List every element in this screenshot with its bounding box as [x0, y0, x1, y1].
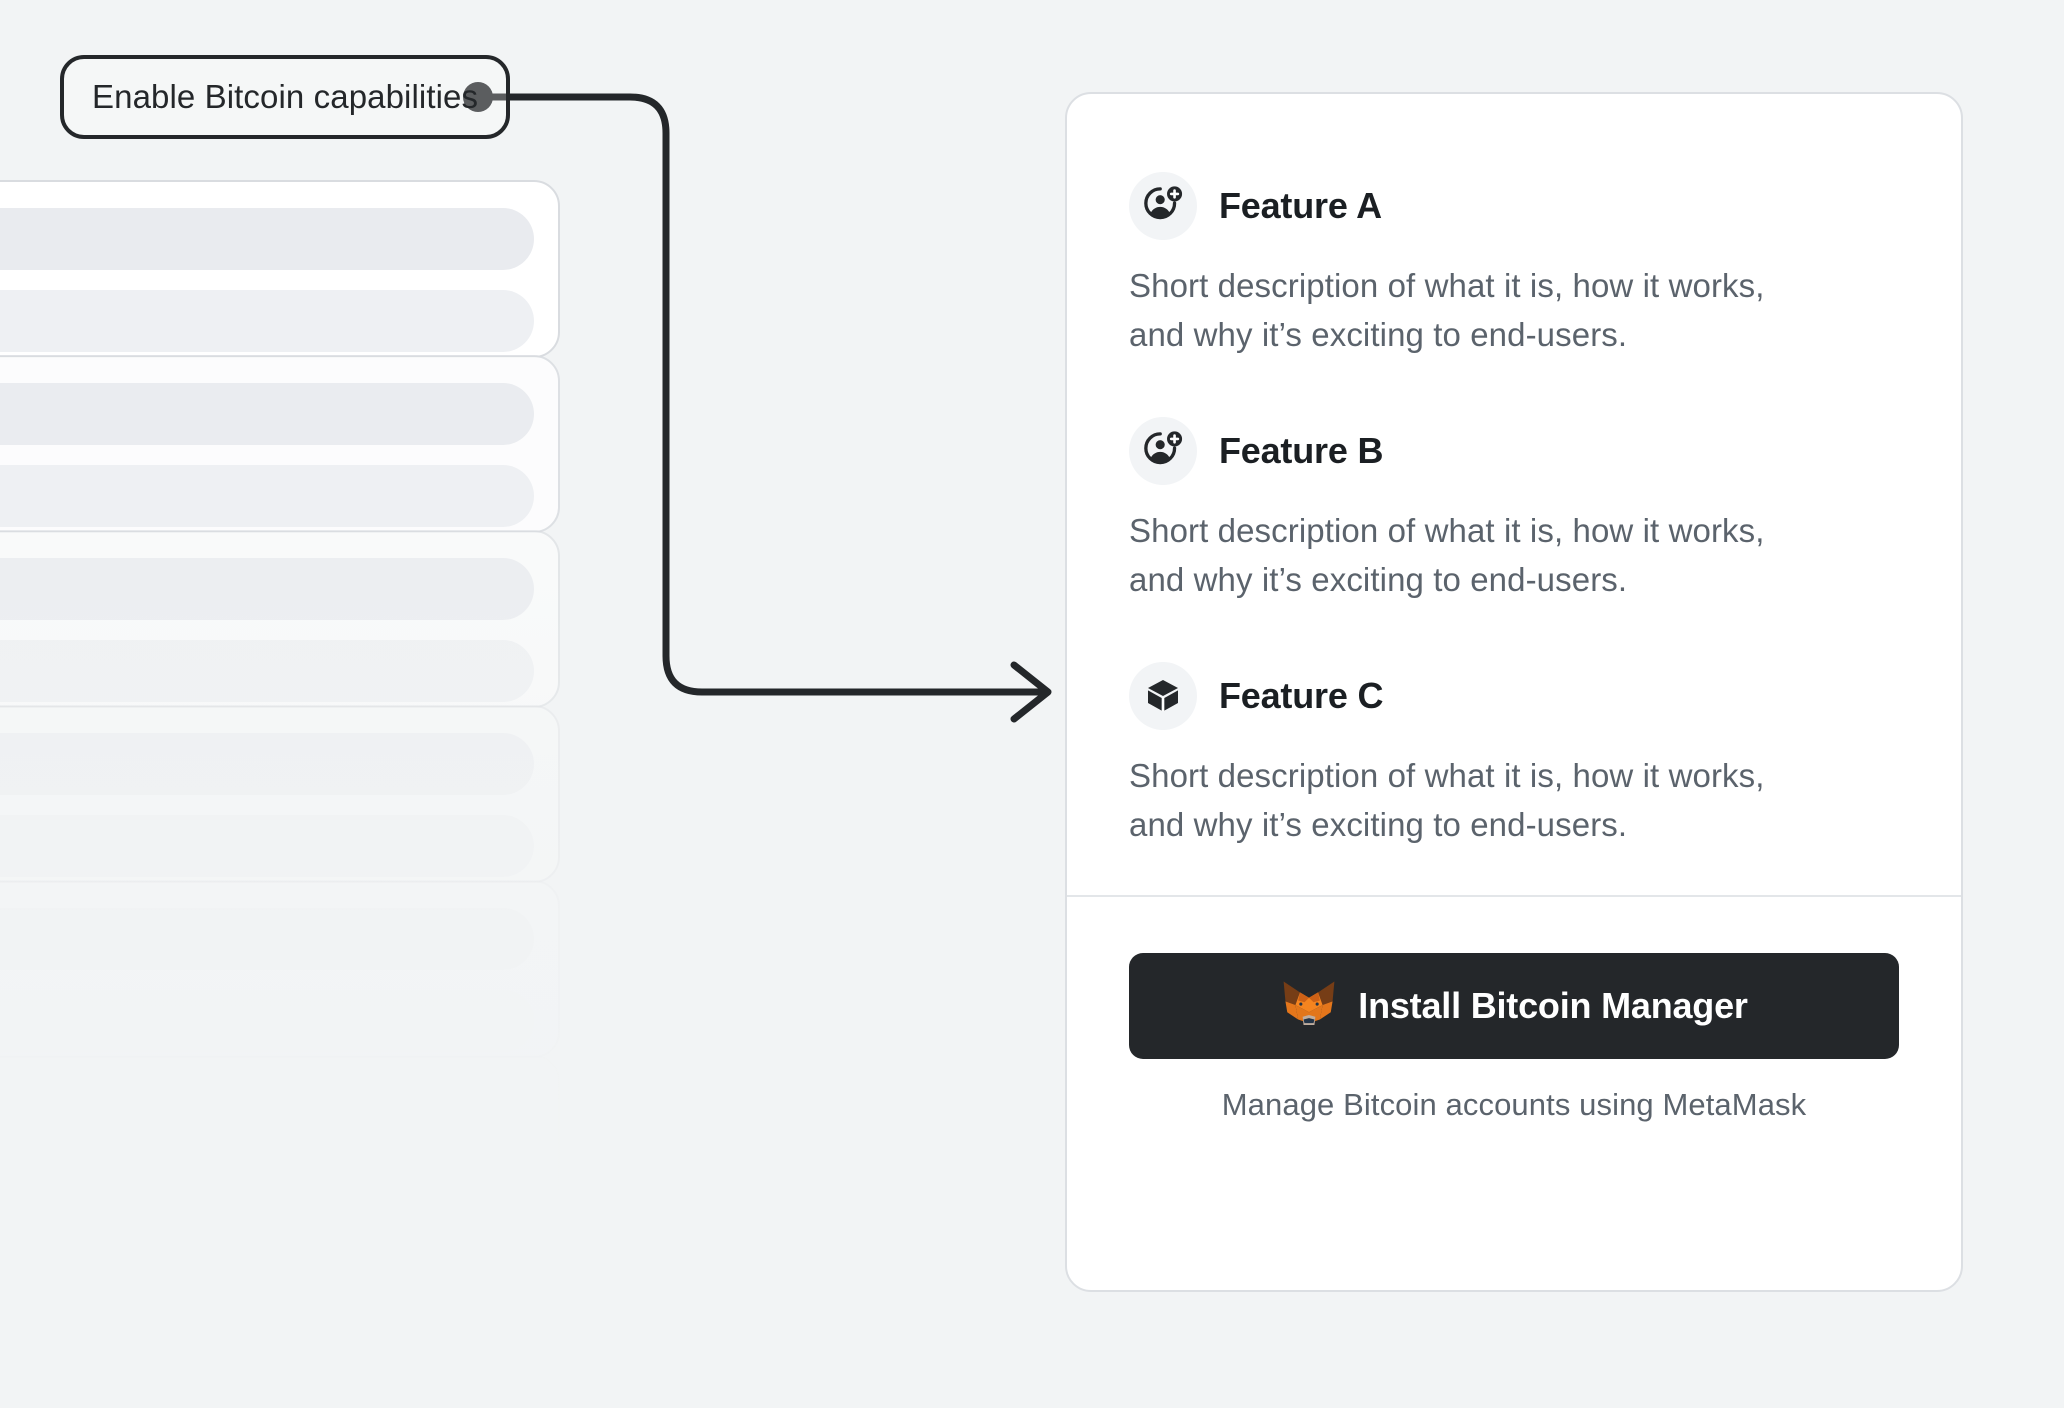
skeleton-bar: [0, 290, 534, 352]
skeleton-bar: [0, 208, 534, 270]
skeleton-bar: [0, 733, 534, 795]
connector-arrowhead: [1010, 661, 1052, 723]
skeleton-card: [0, 880, 560, 1058]
skeleton-bar: [0, 558, 534, 620]
features-region: Feature A Short description of what it i…: [1067, 94, 1961, 895]
feature-title: Feature B: [1219, 430, 1384, 471]
feature-header: Feature A: [1129, 172, 1899, 240]
skeleton-list: [0, 0, 680, 1408]
skeleton-bar: [0, 1083, 534, 1145]
skeleton-bar: [0, 990, 534, 1052]
feature-header: Feature C: [1129, 662, 1899, 730]
cta-region: Install Bitcoin Manager Manage Bitcoin a…: [1067, 897, 1961, 1123]
feature-block-b: Feature B Short description of what it i…: [1129, 417, 1899, 604]
skeleton-bar: [0, 465, 534, 527]
feature-description: Short description of what it is, how it …: [1129, 267, 1765, 353]
skeleton-bar: [0, 815, 534, 877]
skeleton-card: [0, 1055, 560, 1233]
metamask-fox-icon: [1280, 977, 1338, 1036]
skeleton-card: [0, 530, 560, 708]
feature-title: Feature C: [1219, 675, 1384, 716]
feature-description: Short description of what it is, how it …: [1129, 757, 1765, 843]
annotation-label-text: Enable Bitcoin capabilities: [92, 78, 479, 115]
install-button-label: Install Bitcoin Manager: [1358, 985, 1748, 1026]
feature-block-c: Feature C Short description of what it i…: [1129, 662, 1899, 849]
add-account-icon: [1129, 172, 1197, 240]
skeleton-bar: [0, 383, 534, 445]
skeleton-card: [0, 705, 560, 883]
skeleton-bar: [0, 640, 534, 702]
add-account-icon: [1129, 417, 1197, 485]
card-divider: [1067, 895, 1961, 897]
cta-subtext: Manage Bitcoin accounts using MetaMask: [1221, 1087, 1807, 1122]
feature-description: Short description of what it is, how it …: [1129, 512, 1765, 598]
cube-icon: [1129, 662, 1197, 730]
bitcoin-feature-card: Feature A Short description of what it i…: [1065, 92, 1963, 1292]
skeleton-bar: [0, 908, 534, 970]
install-bitcoin-manager-button[interactable]: Install Bitcoin Manager: [1129, 953, 1899, 1059]
feature-title: Feature A: [1219, 185, 1382, 226]
skeleton-card: [0, 355, 560, 533]
annotation-label: Enable Bitcoin capabilities: [60, 55, 511, 139]
skeleton-bar: [0, 1165, 534, 1227]
feature-header: Feature B: [1129, 417, 1899, 485]
feature-block-a: Feature A Short description of what it i…: [1129, 172, 1899, 359]
skeleton-card: [0, 180, 560, 358]
